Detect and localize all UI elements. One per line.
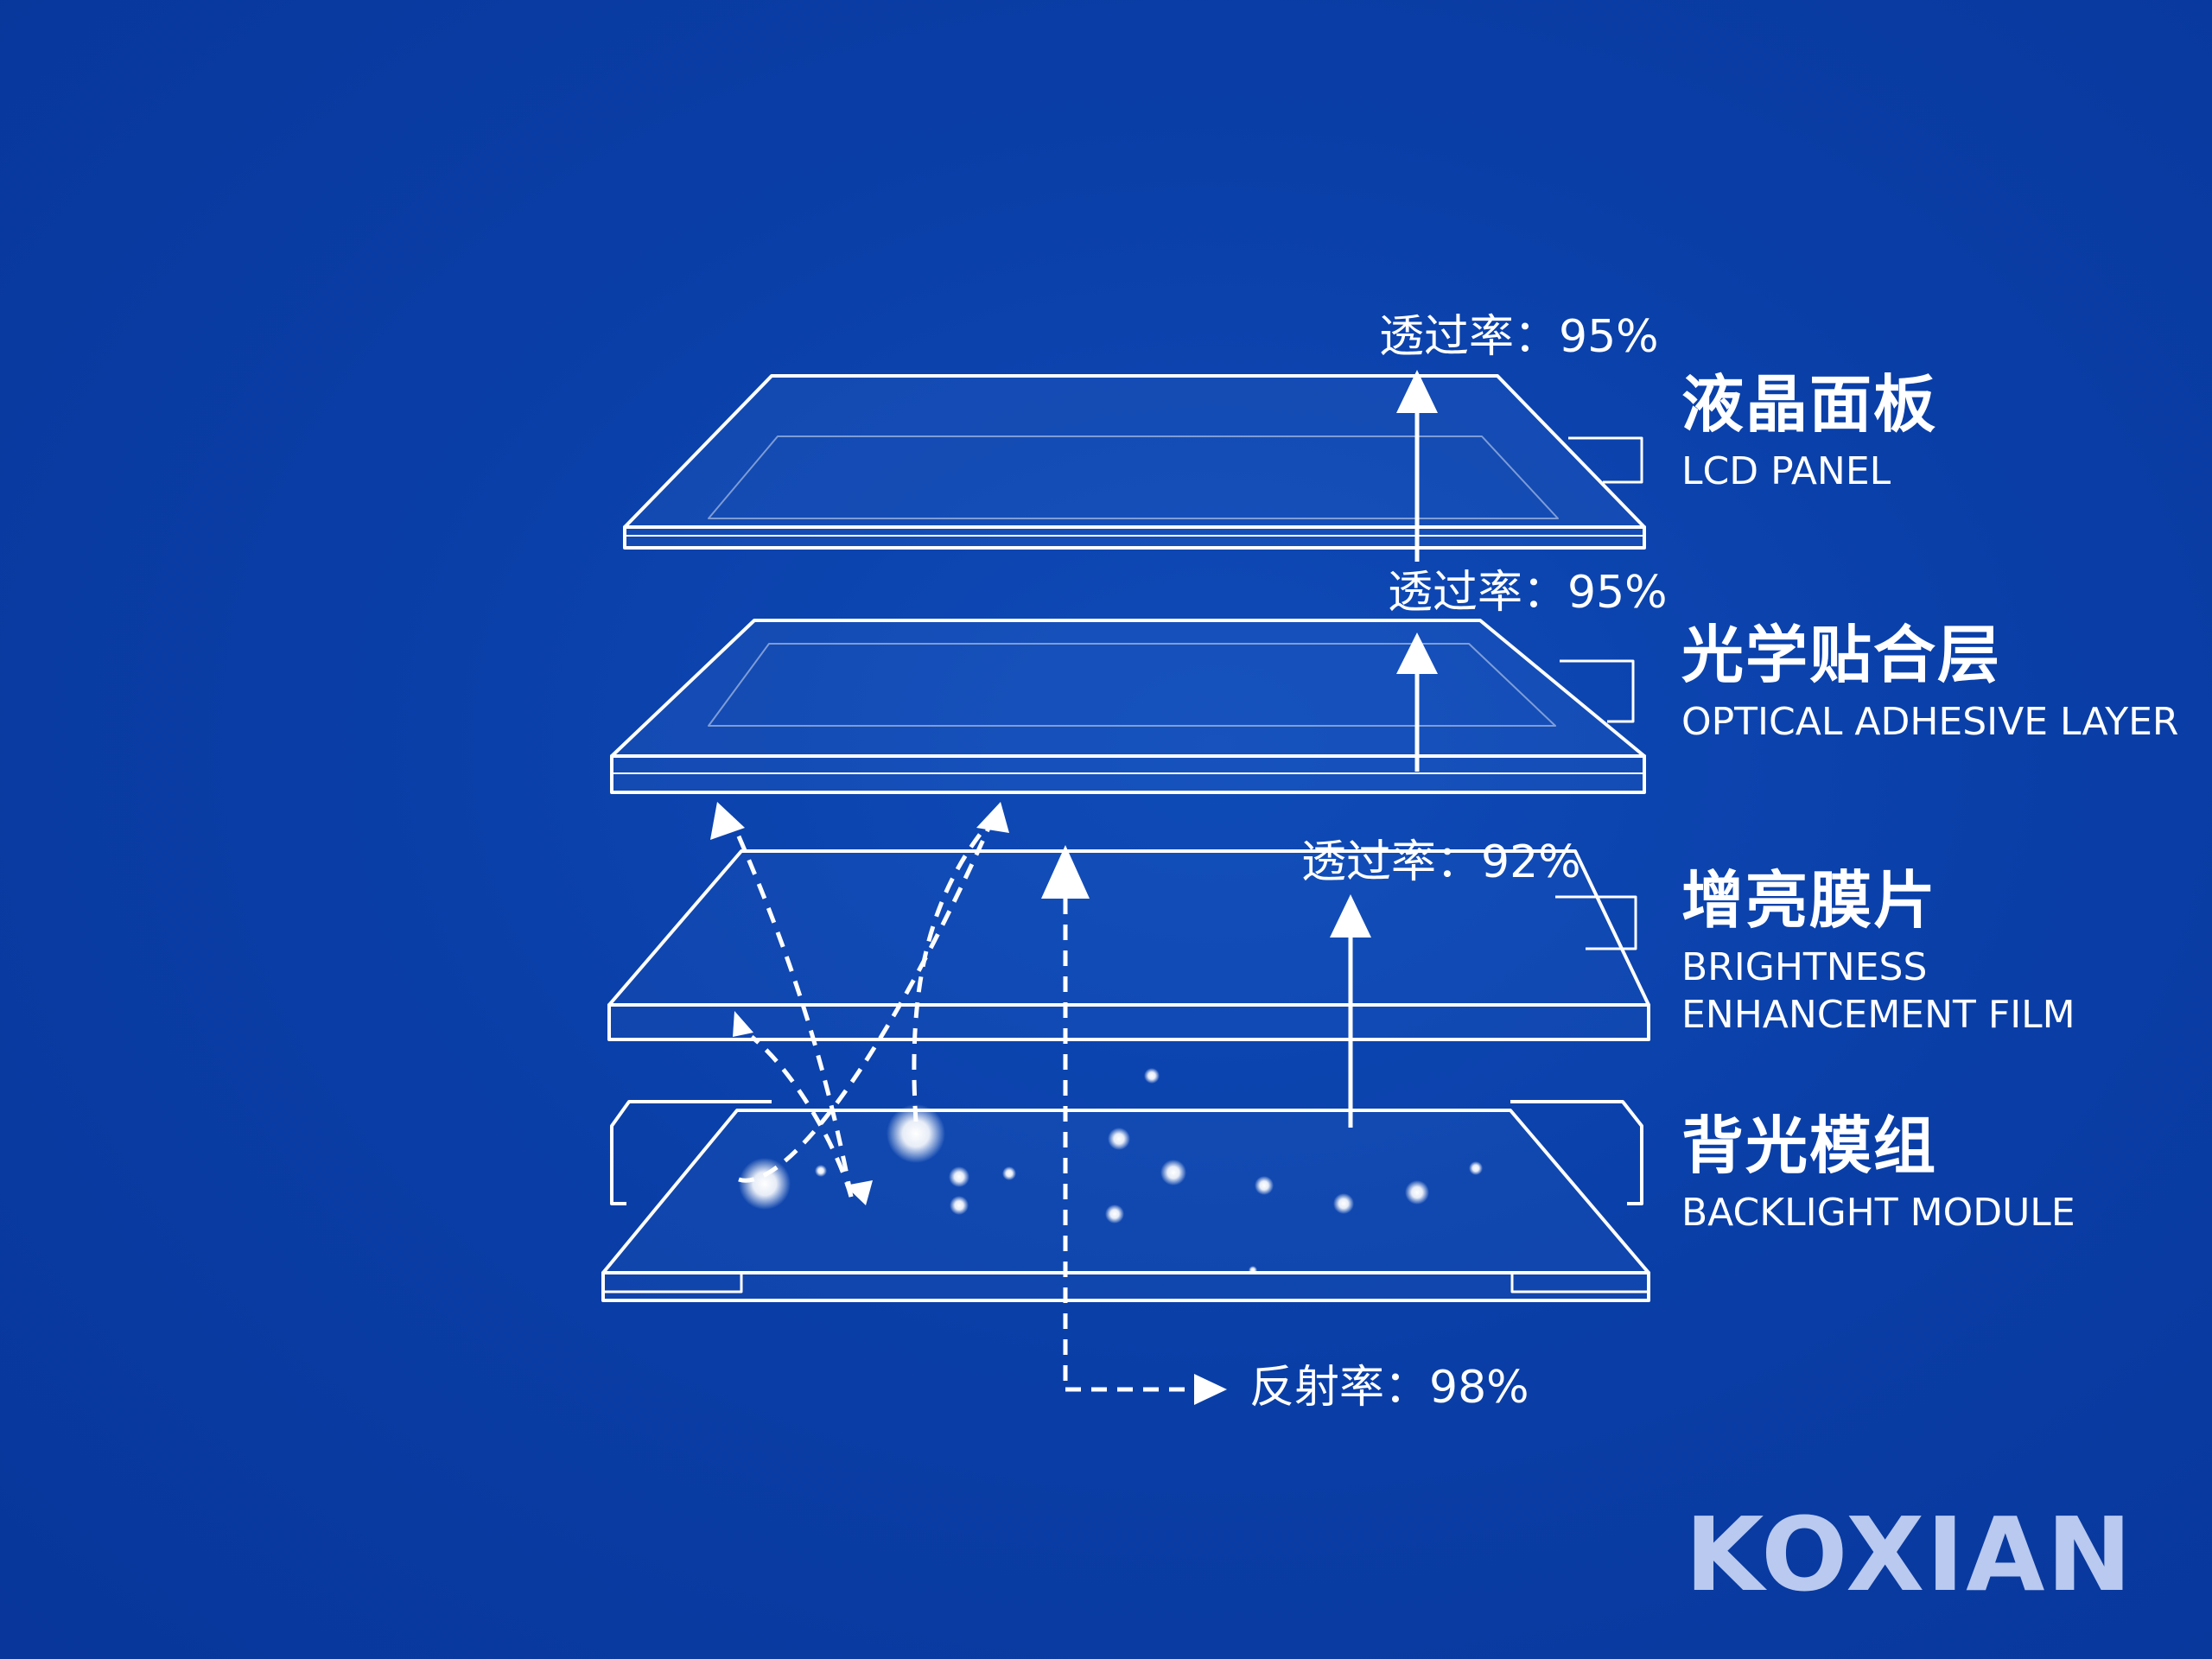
backlight-reflectance-label: 反射率：98% — [1249, 1362, 1529, 1414]
reflection-path — [728, 810, 1195, 1392]
backlight-light-sources — [739, 1068, 1483, 1274]
lcd-panel-layer — [623, 374, 1646, 550]
brand-logo: KOXIAN — [1685, 1495, 2134, 1614]
arrow-heads — [710, 370, 1438, 1405]
lcd-panel-cn: 液晶面板 — [1681, 368, 1938, 441]
backlight-module-layer — [601, 1100, 1650, 1302]
brightness-film-en: BRIGHTNESS ENHANCEMENT FILM — [1681, 945, 2075, 1037]
lcd-panel-en: LCD PANEL — [1681, 449, 1891, 493]
backlight-module-en: BACKLIGHT MODULE — [1681, 1191, 2075, 1235]
backlight-module-label: 背光模组 BACKLIGHT MODULE — [1681, 1115, 2075, 1236]
brightness-enhancement-film-layer — [607, 849, 1650, 1041]
film-transmittance-label: 透过率：92% — [1301, 836, 1581, 888]
transmission-arrows — [1348, 393, 1420, 1128]
optical-adhesive-label: 光学贴合层 OPTICAL ADHESIVE LAYER — [1681, 624, 2178, 746]
optical-adhesive-layer — [610, 619, 1646, 794]
optical-adhesive-en: OPTICAL ADHESIVE LAYER — [1681, 700, 2179, 744]
lcd-panel-label: 液晶面板 LCD PANEL — [1681, 373, 1937, 495]
brightness-film-label: 增亮膜片 BRIGHTNESS ENHANCEMENT FILM — [1681, 869, 2075, 1039]
brightness-film-cn: 增亮膜片 — [1681, 864, 1938, 937]
optical-adhesive-cn: 光学贴合层 — [1681, 619, 2002, 691]
adhesive-transmittance-label: 透过率：95% — [1388, 567, 1668, 619]
backlight-module-cn: 背光模组 — [1681, 1109, 1938, 1182]
lcd-transmittance-label: 透过率：95% — [1379, 311, 1659, 363]
